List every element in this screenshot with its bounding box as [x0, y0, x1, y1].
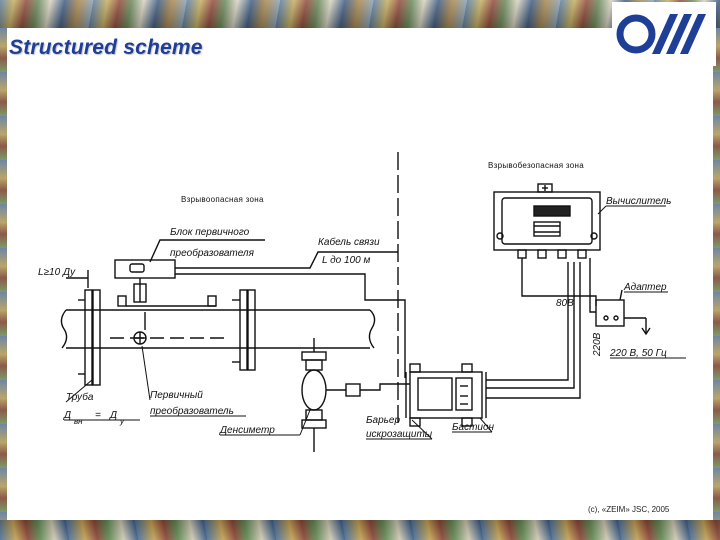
diameter-eq-label: = — [95, 410, 101, 421]
signal-line-3 — [486, 262, 581, 399]
copyright-text: (c), «ZEIM» JSC, 2005 — [588, 505, 670, 514]
explosive-zone-label: Взрывоопасная зона — [181, 195, 264, 204]
voltage-80v-label: 80В — [556, 298, 574, 309]
cable-line — [175, 273, 406, 378]
diameter-left-sub-label: вн — [74, 417, 83, 426]
decorative-left-edge — [0, 28, 7, 520]
primary-transducer-block — [114, 259, 217, 345]
densimeter-shape — [301, 338, 410, 452]
barrier-label-line2: искрозащиты — [366, 429, 433, 440]
voltage-220v-label: 220В — [592, 332, 603, 357]
primary-converter-label-line1: Первичный — [150, 390, 203, 401]
signal-line-2 — [486, 262, 575, 389]
company-logo-icon — [612, 2, 716, 66]
decorative-right-edge — [713, 28, 720, 520]
primary-converter-label-line2: преобразователь — [150, 405, 234, 417]
cable-label-line2: L до 100 м — [322, 255, 370, 266]
primary-block-label-line2: преобразователя — [170, 247, 255, 259]
power-line-220v — [589, 258, 596, 313]
calculator-box — [493, 183, 601, 259]
primary-block-leader — [149, 239, 265, 263]
cable-leader — [175, 251, 398, 269]
length-dimension — [66, 270, 89, 288]
diameter-right-sub-label: у — [119, 417, 125, 426]
decorative-bottom-band — [0, 520, 720, 540]
mains-label: 220 В, 50 Гц — [609, 348, 667, 359]
primary-block-label-line1: Блок первичного — [170, 227, 250, 238]
safe-zone-label: Взрывобезопасная зона — [488, 161, 584, 170]
signal-line-1 — [486, 262, 569, 381]
diameter-left-label: Д — [63, 410, 71, 421]
cable-label-line1: Кабель связи — [318, 236, 380, 248]
length-label: L≥10 Ду — [38, 267, 76, 278]
page-title: Structured scheme — [9, 36, 203, 59]
densimeter-label: Денсиметр — [219, 425, 275, 436]
calculator-label: Вычислитель — [606, 196, 671, 207]
decorative-top-band — [0, 0, 720, 28]
bastion-label: Бастион — [452, 422, 495, 433]
barrier-label-line1: Барьер — [366, 415, 400, 426]
barrier-bastion-box — [405, 363, 487, 427]
pipe-label: Труба — [66, 391, 94, 403]
adapter-label: Адаптер — [623, 282, 667, 293]
adapter-box — [595, 289, 651, 336]
pipe-shape — [60, 289, 376, 386]
diameter-right-label: Д — [109, 410, 117, 421]
